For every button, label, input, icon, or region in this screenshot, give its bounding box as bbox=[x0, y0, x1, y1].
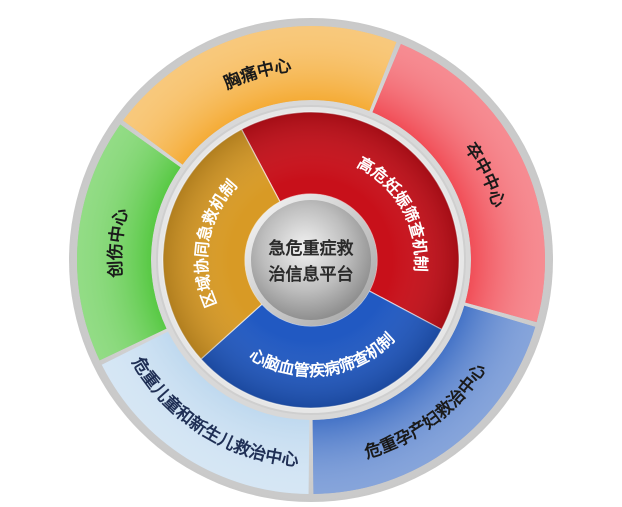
center-title-line1: 急危重症救 bbox=[269, 238, 354, 259]
center-disc bbox=[251, 200, 371, 320]
outer-segment-highlight-4 bbox=[76, 124, 181, 361]
outer-segment-highlight-3 bbox=[101, 331, 310, 494]
center-title-line2: 治信息平台 bbox=[269, 264, 354, 285]
